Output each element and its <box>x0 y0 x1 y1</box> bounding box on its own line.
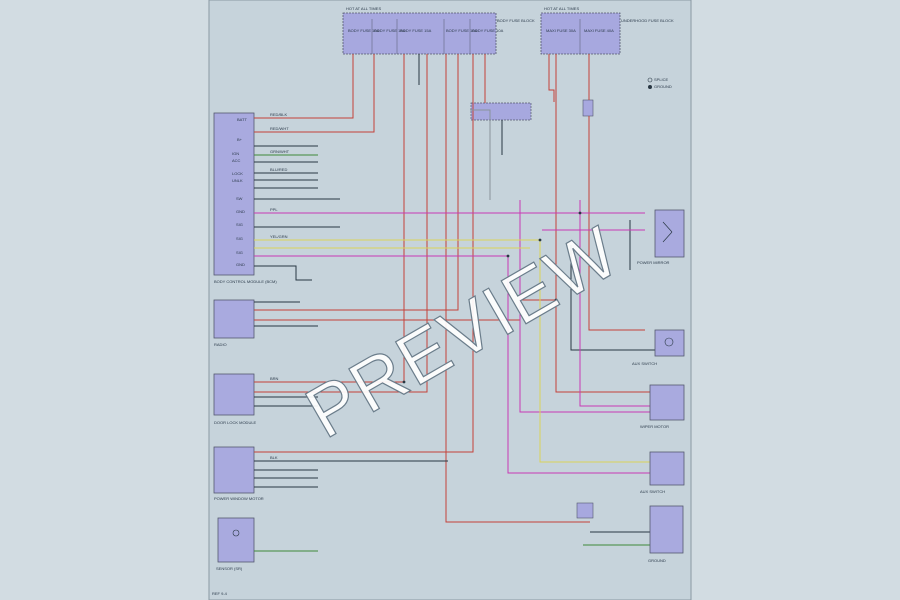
fuse-7-label: MAXI FUSE 40A <box>584 28 614 33</box>
fuse-5-label: BODY FUSE 10A <box>472 28 504 33</box>
svg-text:RED/BLK: RED/BLK <box>270 112 287 117</box>
fuse-6-label: MAXI FUSE 30A <box>546 28 576 33</box>
fuse-left-header: HOT AT ALL TIMES <box>346 6 381 11</box>
wire-dark-19 <box>570 245 655 351</box>
svg-text:RED/WHT: RED/WHT <box>270 126 289 131</box>
svg-text:SW: SW <box>236 196 243 201</box>
legend: SPLICE GROUND <box>647 77 672 89</box>
svg-text:BLK: BLK <box>270 455 278 460</box>
ground-component: GROUND <box>576 502 684 563</box>
wire-red-4 <box>254 54 428 393</box>
fuse-left-note: BODY FUSE BLOCK <box>497 18 535 23</box>
svg-text:BATT: BATT <box>237 117 247 122</box>
svg-text:SIG: SIG <box>236 222 243 227</box>
svg-text:GND: GND <box>236 209 245 214</box>
wiper-label: WIPER MOTOR <box>640 424 669 429</box>
aux2-label: AUX SWITCH <box>640 489 665 494</box>
svg-text:BLU/RED: BLU/RED <box>270 167 287 172</box>
svg-text:GRN/WHT: GRN/WHT <box>270 149 290 154</box>
svg-text:SIG: SIG <box>236 236 243 241</box>
door-lock-module: DOOR LOCK MODULE <box>213 373 257 425</box>
svg-text:B+: B+ <box>237 137 243 142</box>
wiper-component: WIPER MOTOR <box>640 384 685 429</box>
svg-text:LOCK: LOCK <box>232 171 243 176</box>
svg-text:SIG: SIG <box>236 250 243 255</box>
sensor-label: SENSOR (SR) <box>216 566 243 571</box>
wire-red-7 <box>254 54 474 453</box>
wire-red-1 <box>254 54 354 119</box>
wire-magenta-2 <box>254 255 650 474</box>
mirror-component: POWER MIRROR <box>637 209 685 265</box>
svg-text:YEL/GRN: YEL/GRN <box>270 234 288 239</box>
fuse-4-label: BODY FUSE 10A <box>446 28 478 33</box>
fuse-2-label: BODY FUSE 15A <box>374 28 406 33</box>
wire-harness <box>254 54 655 552</box>
inline-fuse <box>582 99 594 117</box>
wire-yellow-1 <box>254 239 650 463</box>
wire-red-5 <box>445 54 590 523</box>
svg-text:SPLICE: SPLICE <box>654 77 669 82</box>
radio-module: RADIO <box>213 299 255 347</box>
wire-red-13 <box>555 120 650 393</box>
wire-gray-1 <box>470 109 491 200</box>
ground-label: GROUND <box>648 558 666 563</box>
wire-magenta-5 <box>519 200 650 413</box>
splice-block <box>470 102 532 121</box>
radio-label: RADIO <box>214 342 227 347</box>
wire-red-9 <box>548 54 555 102</box>
fuse-right-header: HOT AT ALL TIMES <box>544 6 579 11</box>
fuse-block-right: HOT AT ALL TIMES MAXI FUSE 30A MAXI FUSE… <box>540 6 674 55</box>
bcm-label: BODY CONTROL MODULE (BCM) <box>214 279 277 284</box>
footer-ref: REF 9-4 <box>212 591 228 596</box>
door-lock-label: DOOR LOCK MODULE <box>214 420 257 425</box>
wire-red-2 <box>254 54 375 133</box>
svg-text:PPL: PPL <box>270 207 278 212</box>
wire-magenta-4 <box>579 200 650 407</box>
fuse-1-label: BODY FUSE 10A <box>348 28 380 33</box>
diagram-sheet <box>208 0 692 600</box>
window-label: POWER WINDOW MOTOR <box>214 496 264 501</box>
fuse-right-note: UNDERHOOD FUSE BLOCK <box>621 18 674 23</box>
splice-dots <box>402 211 582 384</box>
aux-switch-2: AUX SWITCH <box>640 451 685 494</box>
svg-text:ACC: ACC <box>232 158 241 163</box>
bcm-module: BODY CONTROL MODULE (BCM) <box>213 112 277 284</box>
fuse-3-label: BODY FUSE 15A <box>400 28 432 33</box>
mirror-label: POWER MIRROR <box>637 260 670 265</box>
svg-text:UNLK: UNLK <box>232 178 243 183</box>
wire-red-6 <box>254 54 459 311</box>
sensor-module: SENSOR (SR) <box>216 517 255 571</box>
svg-text:GROUND: GROUND <box>654 84 672 89</box>
window-module: POWER WINDOW MOTOR <box>213 446 264 501</box>
svg-text:BRN: BRN <box>270 376 279 381</box>
wire-dark-9 <box>254 265 312 281</box>
svg-text:GND: GND <box>236 262 245 267</box>
aux-switch-1: AUX SWITCH <box>632 329 685 366</box>
aux1-label: AUX SWITCH <box>632 361 657 366</box>
bcm-pin-labels: BATT B+ IGN ACC LOCK UNLK SW GND SIG SIG… <box>232 117 247 267</box>
wire-red-12 <box>588 116 645 331</box>
wire-codes: RED/BLK RED/WHT GRN/WHT BLU/RED PPL YEL/… <box>270 112 290 460</box>
fuse-block-left: HOT AT ALL TIMES BODY FUSE 10A BODY FUSE… <box>342 6 535 55</box>
svg-text:IGN: IGN <box>232 151 239 156</box>
